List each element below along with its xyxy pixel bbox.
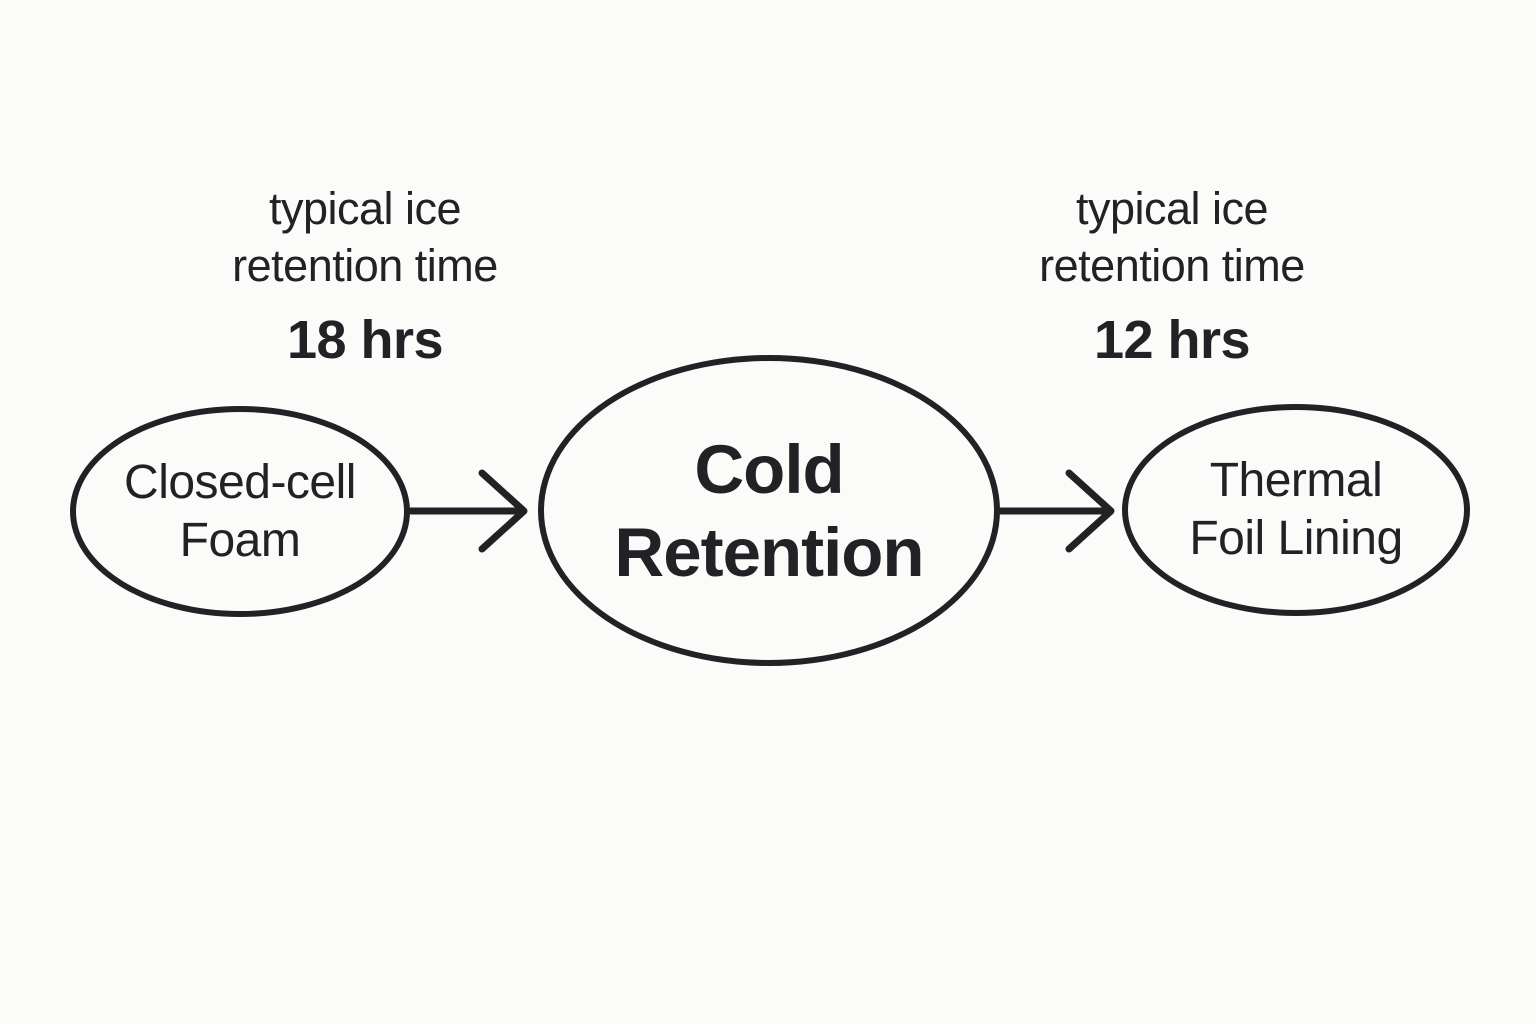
node-label-line: Retention bbox=[614, 513, 924, 591]
arrow-foam-to-retention bbox=[407, 469, 528, 553]
annotation-right-value: 12 hrs bbox=[1093, 310, 1251, 370]
node-cold-retention: Cold Retention bbox=[538, 355, 1000, 666]
annotation-left-line-2: retention time bbox=[232, 240, 498, 291]
arrow-head-icon bbox=[1065, 469, 1115, 553]
node-label-line: Foil Lining bbox=[1189, 512, 1403, 565]
node-thermal-foil-lining: Thermal Foil Lining bbox=[1122, 404, 1470, 616]
node-label-line: Foam bbox=[179, 513, 301, 567]
annotation-left: typical ice retention time 18 hrs bbox=[155, 180, 575, 371]
annotation-right: typical ice retention time 12 hrs bbox=[962, 180, 1382, 371]
arrow-retention-to-foil bbox=[993, 469, 1115, 553]
node-label-line: Thermal bbox=[1209, 454, 1383, 507]
node-label-line: Closed-cell bbox=[124, 455, 356, 509]
annotation-right-line-2: retention time bbox=[1039, 240, 1305, 291]
annotation-left-value: 18 hrs bbox=[286, 310, 444, 370]
annotation-left-line-1: typical ice bbox=[268, 183, 462, 234]
annotation-right-line-1: typical ice bbox=[1075, 183, 1269, 234]
node-label-line: Cold bbox=[694, 430, 844, 508]
arrow-head-icon bbox=[478, 469, 528, 553]
node-closed-cell-foam: Closed-cell Foam bbox=[70, 406, 410, 617]
